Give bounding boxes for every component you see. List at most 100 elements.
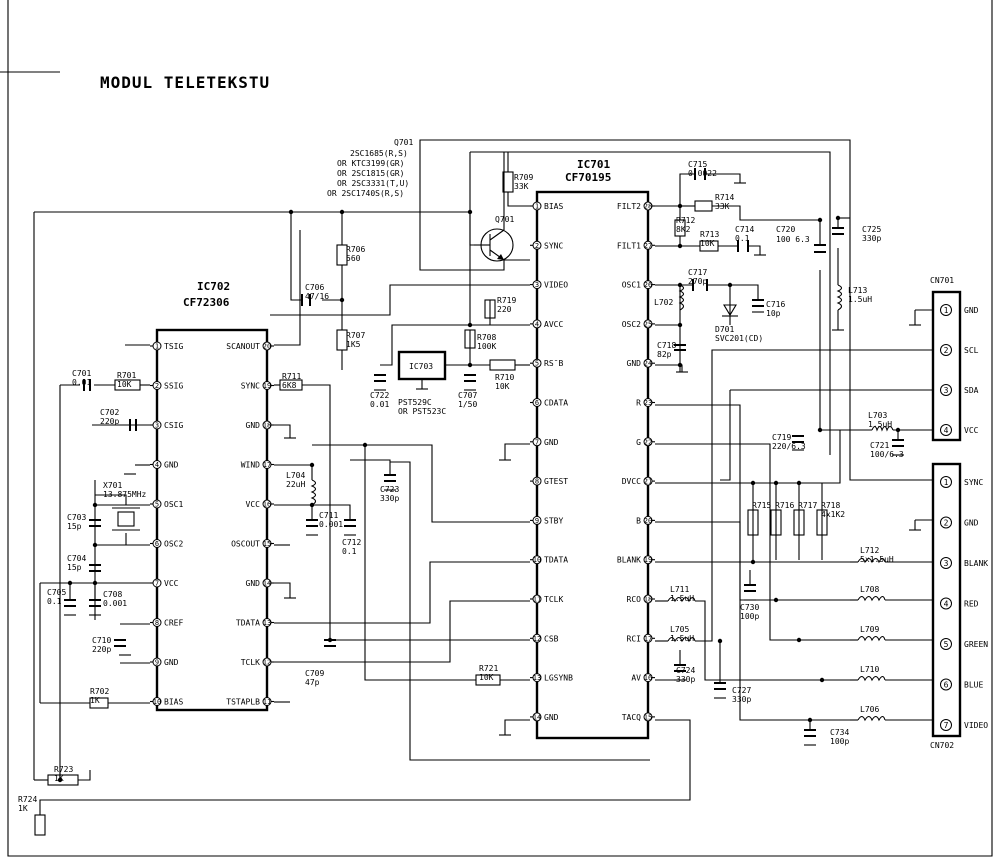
label-c704-ref: C704 bbox=[67, 554, 86, 563]
ic701-pin-number: 13 bbox=[533, 674, 541, 682]
ic702-pin-name: GND bbox=[164, 461, 179, 470]
label-c730-value: 100p bbox=[740, 612, 759, 621]
label-r711-ref: R711 bbox=[282, 372, 301, 381]
ic701-body bbox=[535, 190, 650, 740]
ic701-pin-19 bbox=[643, 555, 653, 565]
ic701-pin-number: 27 bbox=[644, 242, 652, 250]
label-d701-value: SVC201(CD) bbox=[715, 334, 763, 343]
cn702-pin-1 bbox=[940, 476, 952, 488]
ic701-pin-number: 11 bbox=[533, 596, 541, 604]
label-c725-value: 330p bbox=[862, 234, 881, 243]
q701-type-1: OR KTC3199(GR) bbox=[337, 159, 404, 168]
ic701-pin-15 bbox=[643, 712, 653, 722]
label-c701-ref: C701 bbox=[72, 369, 91, 378]
ic702-pin-name: GND bbox=[246, 579, 261, 588]
label-x701-value: 13.875MHz bbox=[103, 490, 147, 499]
label-c721-value: 100/6.3 bbox=[870, 450, 904, 459]
ic702-ref: IC702 bbox=[197, 280, 230, 293]
cn702-pin-name: GREEN bbox=[964, 640, 988, 649]
label-r709-value: 33K bbox=[514, 182, 529, 191]
ic702-pin-number: 9 bbox=[155, 659, 159, 667]
ic701-part: CF70195 bbox=[565, 171, 611, 184]
ic702-pin-name: GND bbox=[246, 421, 261, 430]
ic701-pin-number: 23 bbox=[644, 399, 652, 407]
label-c724-value: 330p bbox=[676, 675, 695, 684]
label-c722-ref: C722 bbox=[370, 391, 389, 400]
label-c718-ref: C718 bbox=[657, 341, 676, 350]
label-r721-ref: R721 bbox=[479, 664, 498, 673]
ic702-pin-number: 7 bbox=[155, 580, 159, 588]
ic701-pin-5 bbox=[532, 358, 542, 368]
ic702-pin-number: 4 bbox=[155, 461, 159, 469]
cn701-pin-4 bbox=[940, 424, 952, 436]
ic702-pin-name: OSCOUT bbox=[231, 540, 260, 549]
ic701-pin-number: 8 bbox=[535, 478, 539, 486]
label-c719-ref: C719 bbox=[772, 433, 791, 442]
ic702-pin-number: 3 bbox=[155, 422, 159, 430]
ic701-pin-name: TACQ bbox=[622, 713, 641, 722]
ic701-pin-7 bbox=[532, 437, 542, 447]
ic702-pin-5 bbox=[152, 499, 162, 509]
label-l703-ref: L703 bbox=[868, 411, 887, 420]
ic702-pin-name: VCC bbox=[164, 579, 179, 588]
cn701-pin-name: VCC bbox=[964, 426, 979, 435]
label-c718-value: 82p bbox=[657, 350, 672, 359]
label-c702-ref: C702 bbox=[100, 408, 119, 417]
ic701-pin-20 bbox=[643, 515, 653, 525]
label-r718-ref: R718 bbox=[821, 501, 840, 510]
ic701-pin-number: 4 bbox=[535, 320, 539, 328]
page-title: MODUL TELETEKSTU bbox=[100, 73, 270, 92]
ic701-pin-number: 12 bbox=[533, 635, 541, 643]
label-r715-ref: R715 bbox=[752, 501, 771, 510]
ic701-pin-name: RCO bbox=[627, 595, 642, 604]
ic702-pin-12 bbox=[262, 657, 272, 667]
label-c717-value: 270p bbox=[688, 277, 707, 286]
cn702-pin-number: 5 bbox=[944, 640, 949, 649]
ic702-pin-name: SSIG bbox=[164, 382, 183, 391]
ic702-body bbox=[155, 328, 269, 712]
component-labels: R70933KC7150.0022R71433KR7128K2R71310KC7… bbox=[18, 160, 904, 813]
ic701-pin-21 bbox=[643, 476, 653, 486]
cn702-pin-name: VIDEO bbox=[964, 721, 988, 730]
ic701-pin-name: G bbox=[636, 438, 641, 447]
label-c716-ref: C716 bbox=[766, 300, 785, 309]
ic702-pin-name: CREF bbox=[164, 619, 183, 628]
cn702-pin-name: BLUE bbox=[964, 681, 983, 690]
cn701-pin-number: 4 bbox=[944, 426, 949, 435]
label-l702-ref: L702 bbox=[654, 298, 673, 307]
ic701-pin-10 bbox=[532, 555, 542, 565]
ic702-pin-17 bbox=[262, 460, 272, 469]
ic701-pin-name: OSC2 bbox=[622, 320, 641, 329]
ic701-pin-9 bbox=[532, 515, 542, 525]
label-c709-value: 47p bbox=[305, 678, 320, 687]
q701-type-3: OR 2SC3331(T,U) bbox=[337, 179, 409, 188]
label-c734-ref: C734 bbox=[830, 728, 849, 737]
cn701-body bbox=[931, 290, 962, 442]
label-l711-ref: L711 bbox=[670, 585, 689, 594]
label-c711-value: 0.001 bbox=[319, 520, 343, 529]
ic702-pin-7 bbox=[152, 578, 162, 588]
label-r713-value: 10K bbox=[700, 239, 715, 248]
label-r709-ref: R709 bbox=[514, 173, 533, 182]
label-l709-ref: L709 bbox=[860, 625, 879, 634]
q701-type-0: 2SC1685(R,S) bbox=[350, 149, 408, 158]
label-l711-value: 1.5uH bbox=[670, 594, 694, 603]
ic702-pin-number: 1 bbox=[155, 343, 159, 351]
label-c723-value: 330p bbox=[380, 494, 399, 503]
ic703-ref: IC703 bbox=[409, 362, 433, 371]
label-r707-ref: R707 bbox=[346, 331, 365, 340]
label-c716-value: 10p bbox=[766, 309, 781, 318]
label-c707-ref: C707 bbox=[458, 391, 477, 400]
label-r714-value: 33K bbox=[715, 202, 730, 211]
ic701-pin-number: 17 bbox=[644, 635, 652, 643]
ic701-pin-17 bbox=[643, 633, 653, 643]
ic701-pin-number: 10 bbox=[533, 556, 541, 564]
ic702-pin-name: OSC2 bbox=[164, 540, 183, 549]
ic702-pin-6 bbox=[152, 539, 162, 548]
label-l712-value: 5x1.5uH bbox=[860, 555, 894, 564]
cn702-pin-name: RED bbox=[964, 600, 979, 609]
cn701-ref: CN701 bbox=[930, 276, 954, 285]
ic701-pin-number: 6 bbox=[535, 399, 539, 407]
